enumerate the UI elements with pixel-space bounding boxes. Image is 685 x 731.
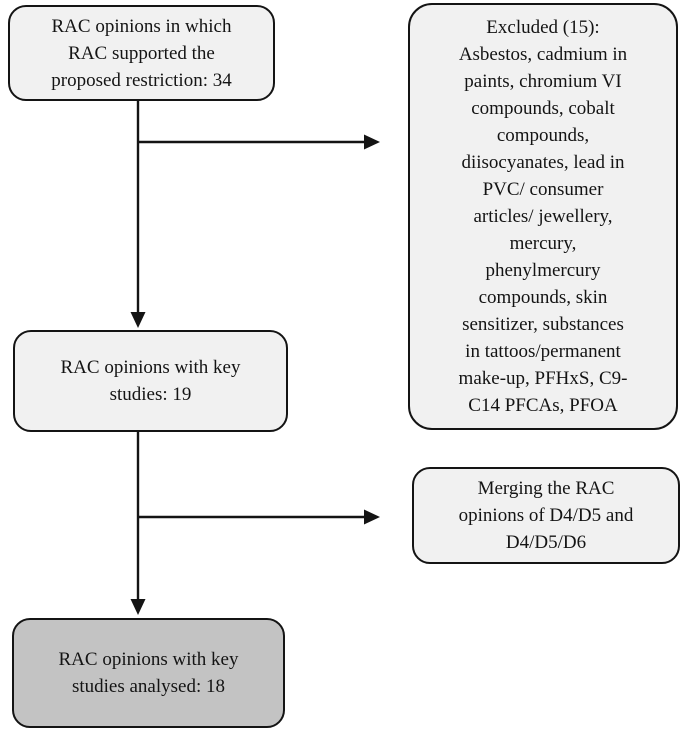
node-merging-rac-opinions: Merging the RAC opinions of D4/D5 and D4… (412, 467, 680, 564)
node-rac-opinions-supported: RAC opinions in which RAC supported the … (8, 5, 275, 101)
node-rac-opinions-analysed-text: RAC opinions with key studies analysed: … (58, 649, 239, 697)
node-rac-opinions-key-studies-text: RAC opinions with key studies: 19 (60, 357, 241, 405)
node-merging-rac-opinions-text: Merging the RAC opinions of D4/D5 and D4… (458, 478, 634, 553)
node-rac-opinions-key-studies: RAC opinions with key studies: 19 (13, 330, 288, 432)
arrowhead-right-excluded (364, 134, 380, 150)
node-rac-opinions-supported-text: RAC opinions in which RAC supported the … (51, 15, 232, 91)
node-excluded-substances-text: Excluded (15): Asbestos, cadmium in pain… (458, 17, 628, 416)
node-rac-opinions-analysed: RAC opinions with key studies analysed: … (12, 618, 285, 728)
arrowhead-right-merging (364, 509, 380, 525)
arrowhead-down-analysed (130, 599, 146, 615)
arrowhead-down-keystudies (130, 312, 146, 328)
node-excluded-substances: Excluded (15): Asbestos, cadmium in pain… (408, 3, 678, 430)
